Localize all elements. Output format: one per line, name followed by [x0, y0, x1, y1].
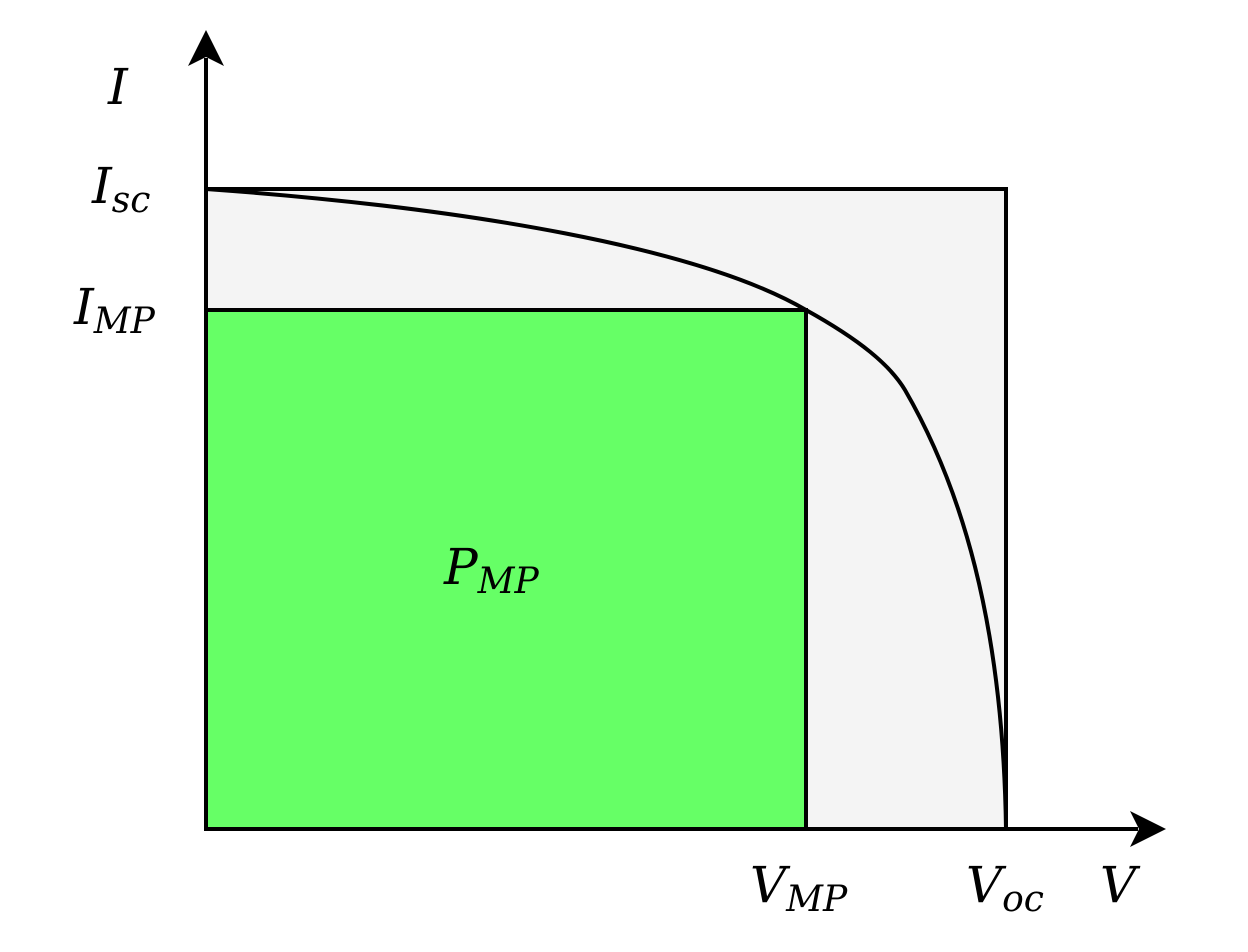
imp-label: IMP: [73, 278, 156, 342]
isc-label: Isc: [91, 157, 150, 221]
x-axis-arrowhead: [1130, 811, 1166, 847]
y-axis-label: I: [107, 58, 129, 116]
y-axis-arrowhead: [188, 30, 224, 66]
vmp-label: VMP: [750, 856, 848, 920]
max-power-rectangle: [204, 308, 808, 831]
x-axis-label: V: [1100, 856, 1141, 914]
voc-label: Voc: [966, 856, 1044, 920]
iv-characteristic-curve: [205, 187, 1008, 830]
pmp-label: PMP: [443, 538, 540, 602]
